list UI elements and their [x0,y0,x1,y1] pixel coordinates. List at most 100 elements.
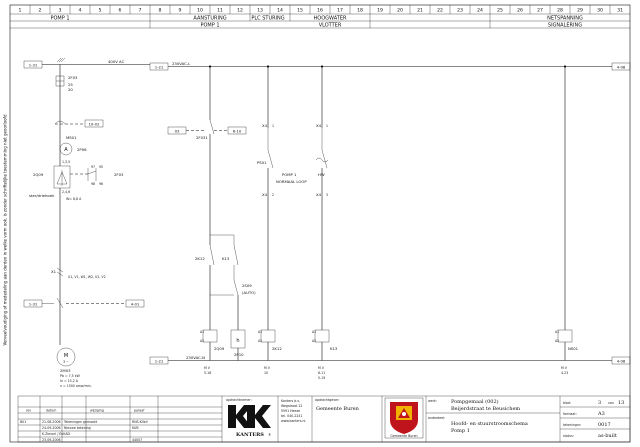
rev-col-rev: rev [26,409,31,413]
header-plc-sturing: PLC STURING [251,15,284,21]
header-hoogwater: HOOGWATER [314,15,347,21]
switch-2s09-mode: (AUTO) [242,290,256,295]
column-number: 23 [457,7,463,13]
terminal-x4-c: X4 [316,123,322,128]
coil-2q09 [202,329,218,343]
coil-ns01-a1: A1 [555,330,559,334]
xref-3: M V [318,366,325,370]
motor-phase: 3 ~ [63,360,69,364]
coil-ns01 [557,329,573,343]
subject-2: Beijerdstraat te Beusichem [451,406,520,412]
column-number: 9 [179,7,182,13]
drawing-number: 0017 [598,422,611,428]
column-number: 12 [237,7,243,13]
xref-4: M V [561,366,568,370]
sheet-number: 3 [598,400,601,406]
column-number: 26 [517,7,523,13]
client-name: Gemeente Buren [316,406,360,412]
label-opdrachtnemer: opdrachtnemer: [226,398,252,402]
ref-1-31: 1-31 [29,62,38,67]
column-number: 20 [397,7,403,13]
drawn-by: K.Zieverl / EnKAD [42,432,71,436]
ref-1-21-top: 1-21 [155,64,164,69]
header-vlotter: VLOTTER [319,22,342,28]
sheet-format: A3 [597,411,605,417]
terminal-list: U1, V1, W1, W2, U2, V2 [68,275,106,279]
column-number: 7 [139,7,142,13]
drawing-status: as-built [598,433,617,439]
fault-terms-a: 97 [91,165,95,169]
coil-2k12-a2: A2 [258,339,262,343]
company-address-4: tel. 040-2241 [281,414,302,418]
column-number: 2 [39,7,42,13]
softstarter-setting: IN= 8,8 A [66,197,82,201]
label-opdrachtgever: opdrachtgever: [315,398,339,402]
column-number: 25 [497,7,503,13]
column-number: 30 [597,7,603,13]
motor-spec-3: n = 1500 omw/min. [60,384,92,388]
bus-tag-ms01: MS01 [66,135,77,140]
coil-ns01-tag: NS01 [568,346,579,351]
label-status: status: [563,434,574,438]
column-number: 15 [297,7,303,13]
column-number: 17 [337,7,343,13]
project-code: 44007 [132,438,142,442]
line-label-n: 230VAC-N [186,355,205,360]
ammeter-tag: 2P06 [77,147,87,152]
gemeente-buren-logo: Gemeente Buren [384,397,424,439]
rev-col-by: paraaf [134,409,145,413]
term-1-c: 1 [326,124,328,128]
motor-symbol: M [64,353,68,359]
header-netspanning: NETSPANNING [547,15,583,21]
ps01-note-2: NORMAAL LOOP [276,179,307,184]
column-number: 24 [477,7,483,13]
label-werk: werk: [428,399,437,403]
ref-6-10: 6-10 [233,128,242,133]
column-number: 5 [99,7,102,13]
xref-1b: 5-18 [204,371,211,375]
hour-meter-symbol: h [236,338,239,344]
sheet-total: 13 [618,400,624,406]
motor-2m03 [56,347,76,367]
terminal-x4-b: X4 [262,192,268,197]
breaker-rating-a: 25 [68,82,73,87]
ref-box-6-10 [227,126,247,135]
level-hw: HW [318,172,325,177]
coil-2q09-tag: 2Q09 [214,346,225,351]
rev-row-1-by: RNS-KVeil [132,420,148,424]
coil-k13-tag: K13 [330,346,338,351]
company-address-1: Kanters b.v. [281,399,300,403]
ref-1-31b: 1-31 [29,301,38,306]
level-ps01: PS01 [257,160,267,165]
subject-1: Pompgemaal (002) [451,398,499,405]
rev-row-2-by: KUB [132,426,139,430]
soft-starter-2q09 [53,165,71,189]
rev-row-1-rev: B01 [20,420,26,424]
company-address-5: www.kanters.nl [281,419,306,423]
ps01-note-1: POMP 1 [282,172,297,177]
xref-2b: 10 [264,371,268,375]
ref-box-4-08b [611,356,631,365]
ref-4-08-top: 4-08 [617,64,626,69]
power-circuit: 1-31 400V AC 2F03 25 20 10-02 MS01 A 2P0… [23,57,150,388]
ref-10-02: 10-02 [88,121,100,126]
contact-k13: K13 [222,256,230,261]
softstarter-tag: 2Q09 [33,172,44,177]
coil-2k12-a1: A1 [258,330,262,334]
rev-row-1-date: 21-08-2006 [42,420,61,424]
column-number: 29 [577,7,583,13]
control-circuit: 1-21 230VAC-L 4-08 1-21 230VAC-N 4-08 03… [149,61,631,380]
header-pomp1: POMP 1 [50,15,69,21]
subject-3: Hoofd- en stuurstroomschema [451,421,528,427]
column-number: 19 [377,7,383,13]
breaker-tag: 2F03 [68,75,78,80]
term-1-a: 1 [272,124,274,128]
column-number: 16 [317,7,323,13]
column-number: 18 [357,7,363,13]
rev-row-1-desc: Tekeningen gemaakt [63,420,98,424]
column-number: 21 [417,7,423,13]
term-2-b: 2 [272,193,274,197]
label-format: formaat: [563,412,577,416]
terminal-x4-a: X4 [262,123,268,128]
column-number: 28 [557,7,563,13]
